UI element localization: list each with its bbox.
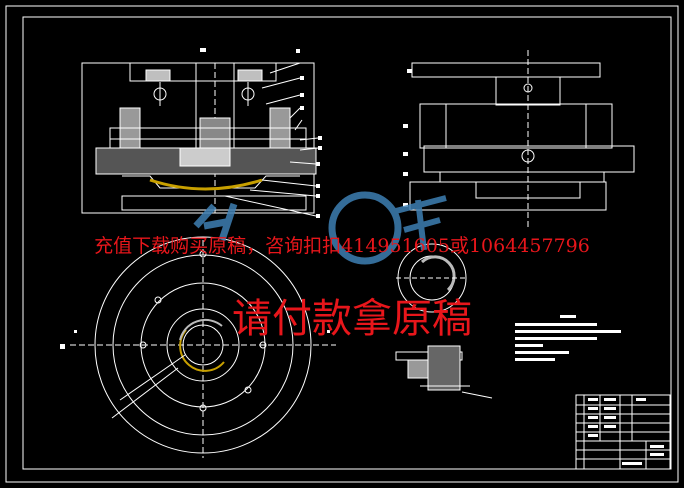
watermark-logo <box>193 191 447 265</box>
detail-view-circle <box>396 243 468 313</box>
plan-view <box>60 236 336 458</box>
technical-notes <box>515 315 621 361</box>
front-section-view <box>81 48 322 218</box>
watermark-payment-text: 请付款拿原稿 <box>232 296 472 342</box>
watermark-contact-text: 充值下载购买原稿，咨询扣扣414951605或1064457796 <box>94 235 590 257</box>
drawing-frame <box>5 5 679 483</box>
side-view <box>403 50 635 228</box>
title-block <box>575 394 671 470</box>
detail-section <box>395 345 493 399</box>
